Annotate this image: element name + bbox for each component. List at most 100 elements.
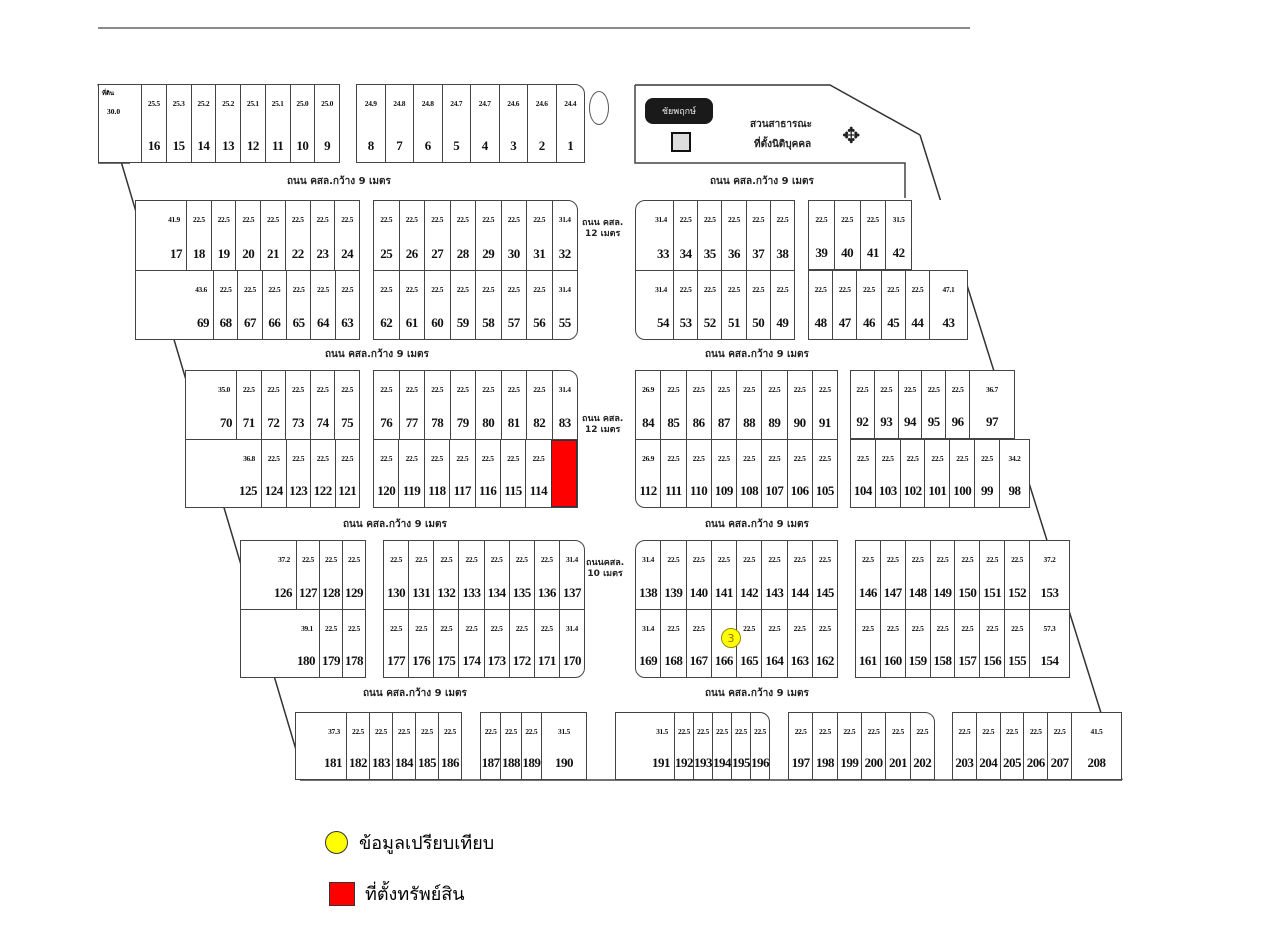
plot-cell-166[interactable]: 166 [710, 609, 736, 677]
